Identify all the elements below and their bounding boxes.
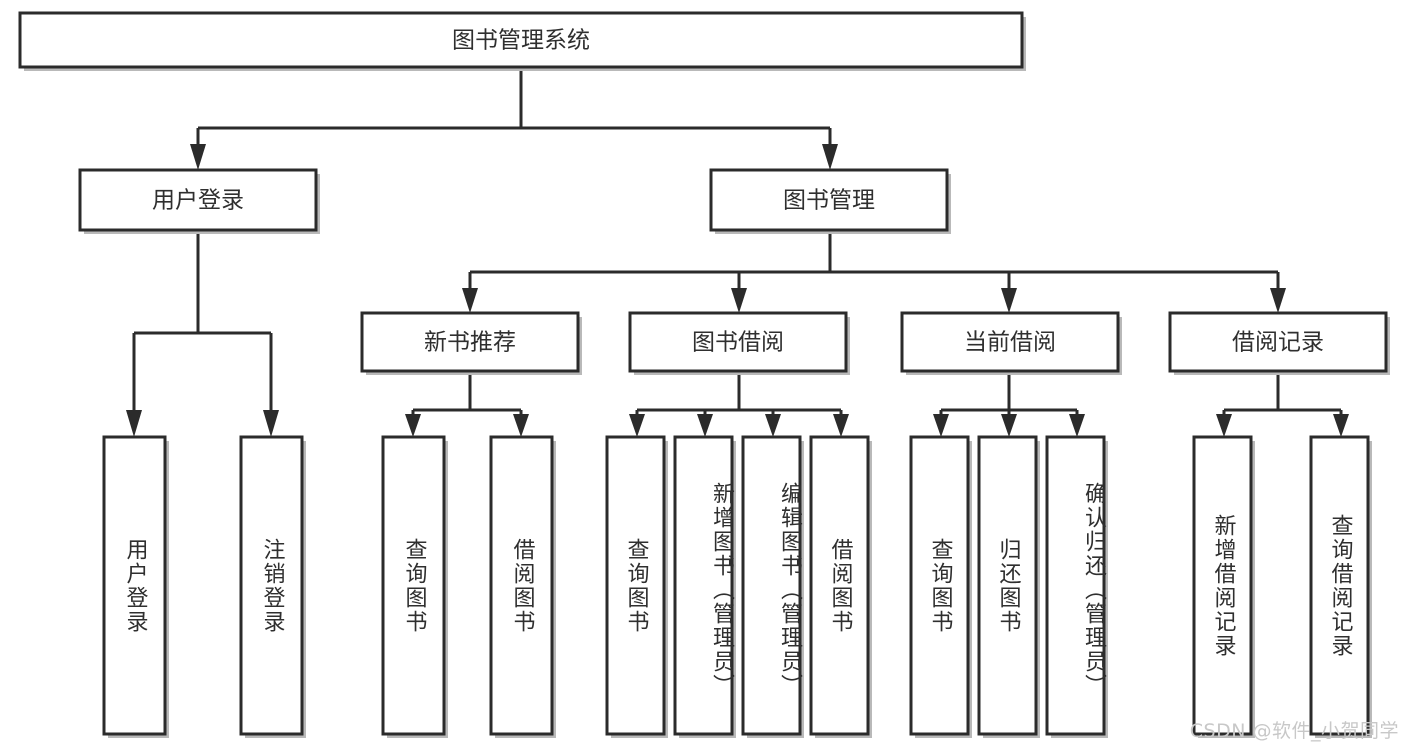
arrow-head-current-borrow (1001, 288, 1017, 313)
connector-group-root (190, 68, 838, 170)
arrow-head-bb-leaf-2 (697, 414, 713, 437)
leaf-box-cb-confirm[interactable] (1045, 435, 1106, 736)
leaf-box-bb-add[interactable] (673, 435, 734, 736)
connector-group-book-manage (462, 232, 1286, 313)
connector-group-new-book (405, 375, 529, 437)
arrow-head-leaf-user-login (126, 410, 142, 437)
node-current-borrow-box[interactable] (900, 311, 1120, 373)
node-new-book-recommend-label: 新书推荐 (424, 330, 516, 356)
arrow-head-bb-leaf-4 (833, 414, 849, 437)
leaf-group-book-borrow (605, 435, 872, 738)
arrow-head-bb-leaf-1 (629, 414, 645, 437)
node-book-borrow[interactable]: 图书借阅 (628, 311, 850, 375)
leaf-box-user-login[interactable] (102, 435, 167, 736)
arrow-head-new-book (462, 288, 478, 313)
node-root[interactable]: 图书管理系统 (18, 11, 1026, 71)
arrow-head-cb-leaf-2 (1001, 414, 1017, 437)
arrow-head-cb-leaf-3 (1069, 414, 1085, 437)
node-new-book-recommend-box[interactable] (360, 311, 580, 373)
leaf-group-current-borrow (909, 435, 1108, 738)
leaf-group-borrow-record (1192, 435, 1372, 738)
arrow-head-leaf-logout (263, 410, 279, 437)
arrow-head-book-manage (822, 144, 838, 170)
leaf-box-br-query[interactable] (1309, 435, 1370, 736)
leaf-box-bb-query[interactable] (605, 435, 666, 736)
arrow-head-book-borrow (731, 288, 747, 313)
arrow-head-br-leaf-2 (1333, 414, 1349, 437)
leaf-group-new-book-recommend (381, 435, 556, 738)
node-user-login-box[interactable] (78, 168, 318, 232)
node-book-manage-label: 图书管理 (783, 188, 875, 214)
leaf-box-nb-borrow[interactable] (489, 435, 554, 736)
node-book-borrow-label: 图书借阅 (692, 330, 784, 356)
connector-group-user-login (126, 232, 279, 437)
arrow-head-user-login (190, 144, 206, 170)
leaf-box-cb-return[interactable] (977, 435, 1038, 736)
node-book-manage[interactable]: 图书管理 (709, 168, 951, 234)
arrow-head-nb-leaf-1 (405, 414, 421, 437)
leaf-box-bb-borrow[interactable] (809, 435, 870, 736)
connector-group-borrow-record (1216, 375, 1349, 437)
arrow-head-borrow-record (1270, 288, 1286, 313)
node-current-borrow[interactable]: 当前借阅 (900, 311, 1122, 375)
watermark: CSDN @软件_小贺同学 (1189, 720, 1399, 742)
node-root-label: 图书管理系统 (452, 28, 590, 54)
node-root-box[interactable] (18, 11, 1024, 69)
node-user-login-label: 用户登录 (152, 188, 244, 214)
leaf-group-user-login (102, 435, 306, 738)
arrow-head-br-leaf-1 (1216, 414, 1232, 437)
node-book-manage-box[interactable] (709, 168, 949, 232)
arrow-head-nb-leaf-2 (513, 414, 529, 437)
leaf-box-logout[interactable] (239, 435, 304, 736)
node-new-book-recommend[interactable]: 新书推荐 (360, 311, 582, 375)
arrow-head-cb-leaf-1 (933, 414, 949, 437)
node-book-borrow-box[interactable] (628, 311, 848, 373)
node-borrow-record[interactable]: 借阅记录 (1168, 311, 1390, 375)
node-borrow-record-label: 借阅记录 (1232, 330, 1324, 356)
connector-group-current-borrow (933, 375, 1085, 437)
node-borrow-record-box[interactable] (1168, 311, 1388, 373)
connector-group-book-borrow (629, 375, 849, 437)
leaf-box-nb-query[interactable] (381, 435, 446, 736)
arrow-head-bb-leaf-3 (765, 414, 781, 437)
node-user-login[interactable]: 用户登录 (78, 168, 320, 234)
leaf-box-bb-edit[interactable] (741, 435, 802, 736)
leaf-box-br-add[interactable] (1192, 435, 1253, 736)
leaf-box-cb-query[interactable] (909, 435, 970, 736)
node-current-borrow-label: 当前借阅 (964, 330, 1056, 356)
